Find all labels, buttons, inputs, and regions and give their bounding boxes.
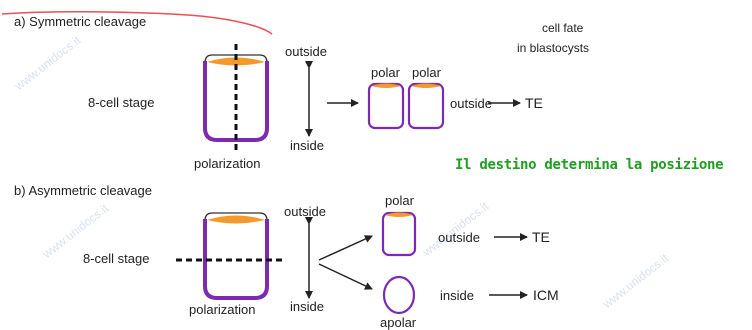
polar-daughter-cap: [385, 212, 413, 217]
apolar-daughter-cell: [382, 275, 416, 315]
section-b-polarization: polarization: [189, 302, 256, 317]
apolar-cell-label: apolar: [380, 315, 417, 330]
scribble-mark: [1, 10, 273, 35]
section-a-stage-label: 8-cell stage: [88, 95, 155, 110]
section-a-fate-lineage: TE: [525, 95, 543, 111]
cell-b-apical-cap: [207, 215, 265, 224]
arrow-b-up: [318, 235, 373, 261]
section-a-fate-position: outside: [450, 96, 492, 111]
section-b-title: b) Asymmetric cleavage: [14, 183, 152, 198]
polar-cell-label: polar: [385, 193, 414, 208]
section-b-axis-inside: inside: [290, 299, 324, 314]
section-b-outer-lineage: TE: [532, 229, 550, 245]
daughter-cell-a1-cap: [371, 83, 401, 88]
section-a-cell-label-1: polar: [371, 65, 400, 80]
cell-b-top-edge: [204, 212, 268, 220]
section-a-polarization: polarization: [194, 156, 261, 171]
daughter-cell-a2: [407, 82, 445, 130]
section-b-inner-position: inside: [440, 288, 474, 303]
section-b-outer-position: outside: [438, 230, 480, 245]
section-b-inner-lineage: ICM: [533, 287, 559, 303]
daughter-cell-a1: [367, 82, 405, 130]
arrow-b-down: [318, 263, 373, 290]
annotation-italian: Il destino determina la posizione: [455, 157, 724, 173]
section-a-axis-outside: outside: [285, 44, 327, 59]
section-b-axis-outside: outside: [284, 204, 326, 219]
section-a-title: a) Symmetric cleavage: [14, 14, 147, 29]
cell-fate-header-line2: in blastocysts: [517, 41, 590, 55]
section-a-cell-label-2: polar: [412, 65, 441, 80]
cell-a-apical-cap: [207, 57, 265, 66]
cell-fate-header-line1: cell fate: [542, 21, 584, 35]
daughter-cell-a2-cap: [411, 83, 441, 88]
section-a-axis-inside: inside: [290, 138, 324, 153]
polar-daughter-cell: [381, 211, 417, 257]
section-b-stage-label: 8-cell stage: [83, 251, 150, 266]
cell-b-outline: [203, 219, 269, 300]
